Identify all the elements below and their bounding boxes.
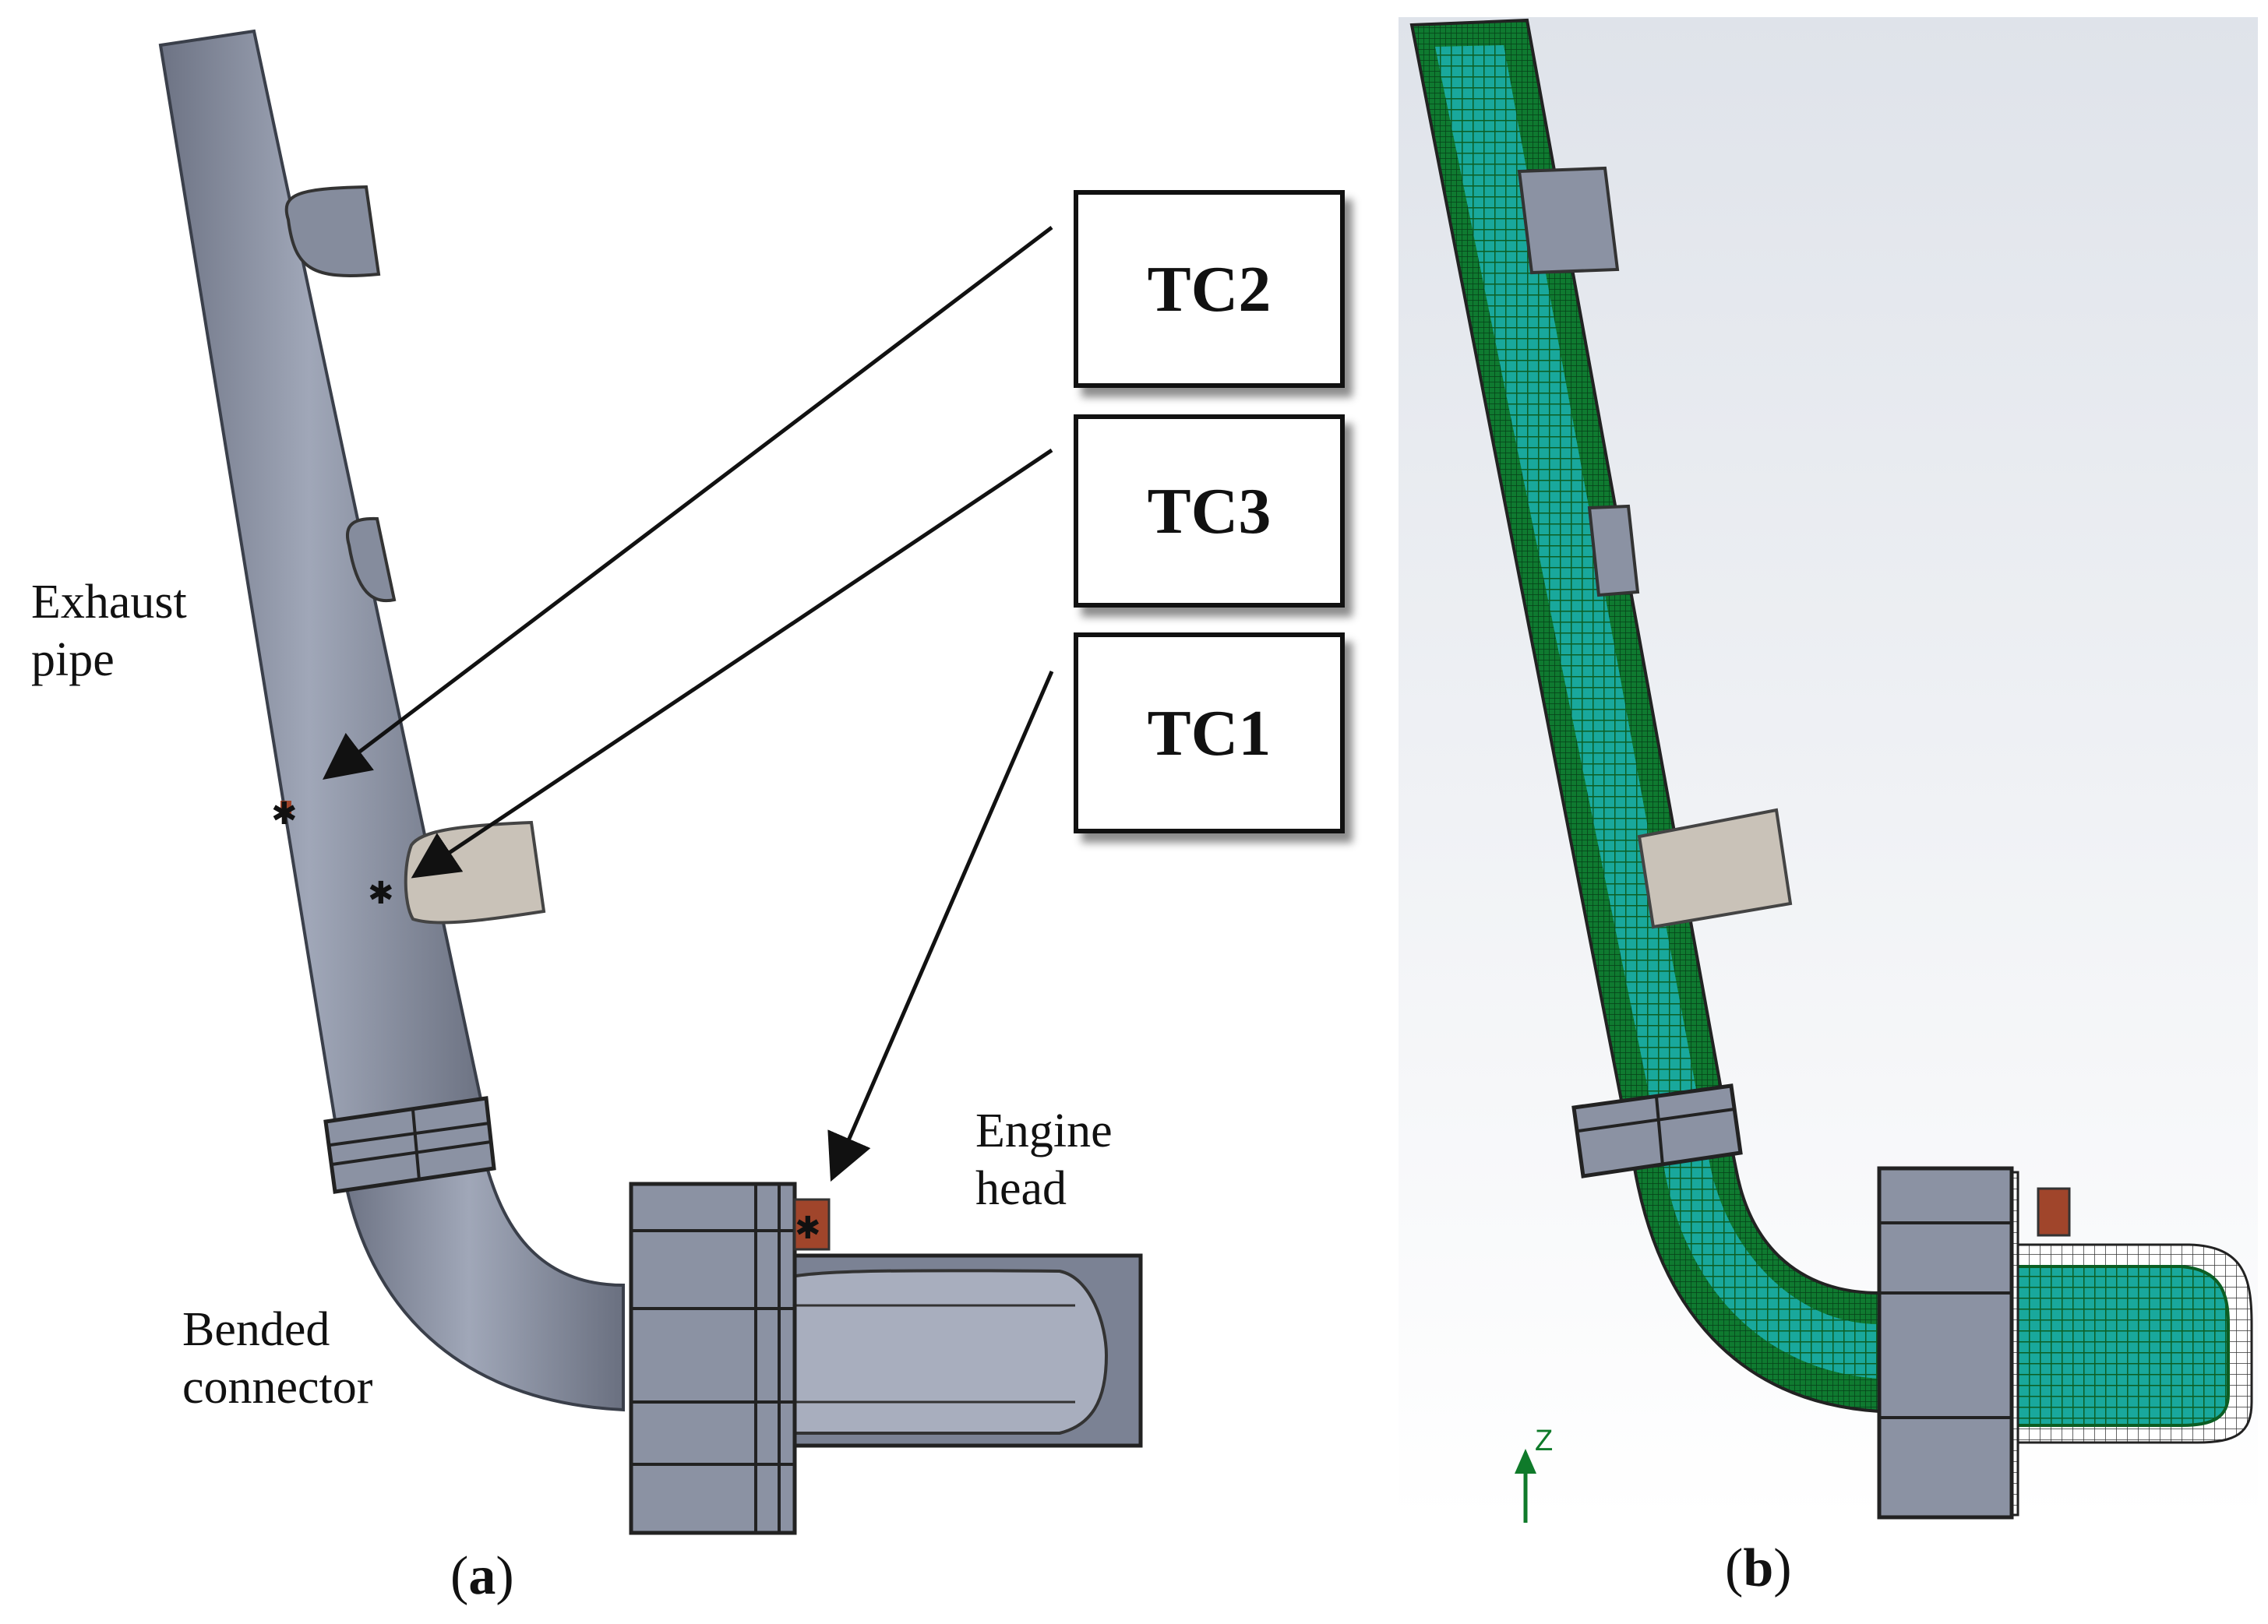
tc2-tip bbox=[280, 801, 291, 816]
z-axis-indicator: Z bbox=[1515, 1425, 1553, 1523]
engine-head-label: Engine head bbox=[975, 1104, 1113, 1215]
pipe-clamp bbox=[323, 1096, 496, 1194]
engine-head-b bbox=[1877, 1166, 2071, 1520]
meshed-pipe-core bbox=[1435, 45, 1879, 1379]
tc3-callout-box: TC3 bbox=[1074, 414, 1345, 608]
exhaust-pipe-label: Exhaust pipe bbox=[31, 576, 187, 686]
tc2-leader-arrow bbox=[323, 226, 1053, 780]
engine-head bbox=[629, 1182, 1143, 1535]
panel-a-model: ✱ ✱ ✱ bbox=[158, 29, 1143, 1535]
panel-b-mesh: Z bbox=[1399, 17, 2258, 1523]
sensor-housing-b bbox=[1637, 808, 1793, 929]
tc2-callout-box: TC2 bbox=[1074, 190, 1345, 388]
caption-b: (b) bbox=[1725, 1538, 1792, 1598]
pipe-boss-middle bbox=[346, 516, 397, 603]
tc1-callout-box: TC1 bbox=[1074, 632, 1345, 833]
meshed-chamber-core bbox=[1993, 1265, 2230, 1427]
boss-upper-b bbox=[1517, 166, 1620, 275]
bended-connector-label: Bended connector bbox=[182, 1303, 373, 1414]
caption-a: (a) bbox=[450, 1546, 514, 1606]
bended-connector bbox=[340, 1150, 625, 1412]
tc3-marker: ✱ bbox=[368, 875, 394, 911]
tc1-leader-arrow bbox=[827, 671, 1054, 1182]
tc3-leader-arrow bbox=[411, 448, 1053, 879]
tc2-marker: ✱ bbox=[271, 796, 298, 832]
tc1-marker: ✱ bbox=[795, 1210, 821, 1246]
clamp-b bbox=[1571, 1083, 1743, 1178]
pipe-boss-upper bbox=[284, 185, 381, 277]
boss-middle-b bbox=[1587, 504, 1640, 597]
z-axis-label: Z bbox=[1535, 1425, 1553, 1457]
